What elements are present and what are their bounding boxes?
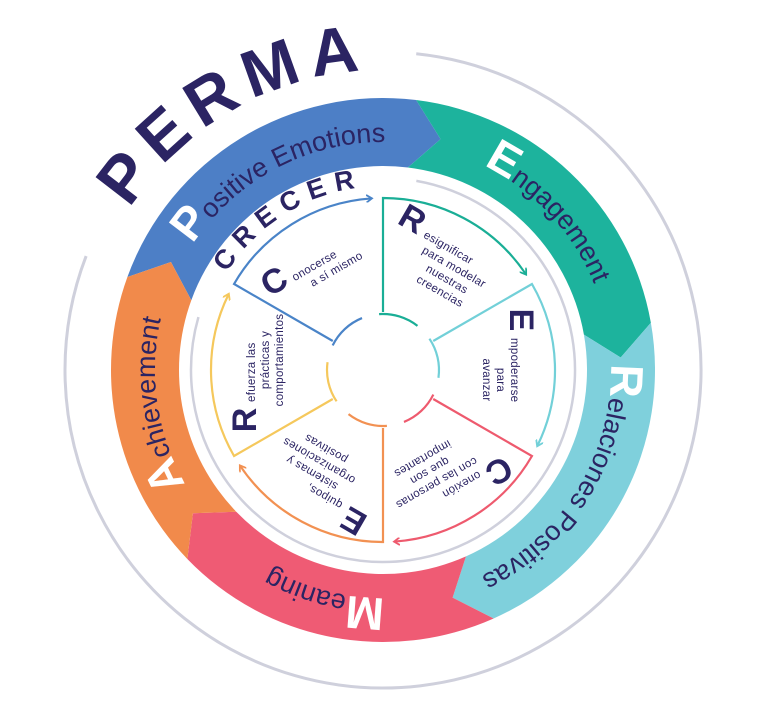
segment-line: avanzar — [480, 358, 492, 401]
segment-initial: E — [502, 309, 540, 332]
segment-inner-arc — [403, 394, 435, 423]
segment-outline-arrow — [209, 295, 334, 458]
segment-initial: C — [479, 448, 519, 493]
band-arrow-shape — [407, 100, 651, 358]
band-arrow-shape — [110, 261, 237, 559]
perma-band-a: Achievement — [110, 261, 237, 559]
segment-line: efuerza las — [246, 342, 258, 402]
segment-outline-arrow — [232, 198, 371, 342]
segment-initial: R — [226, 408, 264, 433]
outer-ring-arc — [63, 52, 703, 690]
segment-outline-arrow — [381, 196, 526, 312]
segment-initial: C — [254, 259, 294, 304]
segment-inner-arc — [428, 338, 441, 378]
band-initial: R — [600, 363, 653, 399]
segment-outline-arrow — [395, 398, 534, 542]
segment-outline-arrow — [432, 282, 557, 445]
inner-ring-arc — [189, 179, 577, 564]
band-label: Achievement — [131, 313, 194, 503]
segment-inner-arc — [347, 413, 387, 428]
segment-line: comportamientos — [274, 314, 286, 407]
outer-ring — [63, 52, 703, 690]
band-arrow-shape — [127, 98, 441, 301]
segment-outline-arrow — [240, 428, 385, 544]
perma-band-m: Meaning — [187, 511, 494, 643]
band-arrow-shape — [452, 322, 655, 619]
band-arrow-shape — [187, 511, 494, 643]
segment-line: para — [494, 368, 506, 393]
segment-line: prácticas y — [260, 331, 272, 389]
segment-inner-arc — [379, 312, 419, 327]
segment-line: mpoderarse — [508, 338, 520, 402]
band-initial: M — [344, 586, 386, 641]
segment-inner-arc — [331, 317, 363, 346]
segment-inner-arc — [325, 362, 338, 402]
